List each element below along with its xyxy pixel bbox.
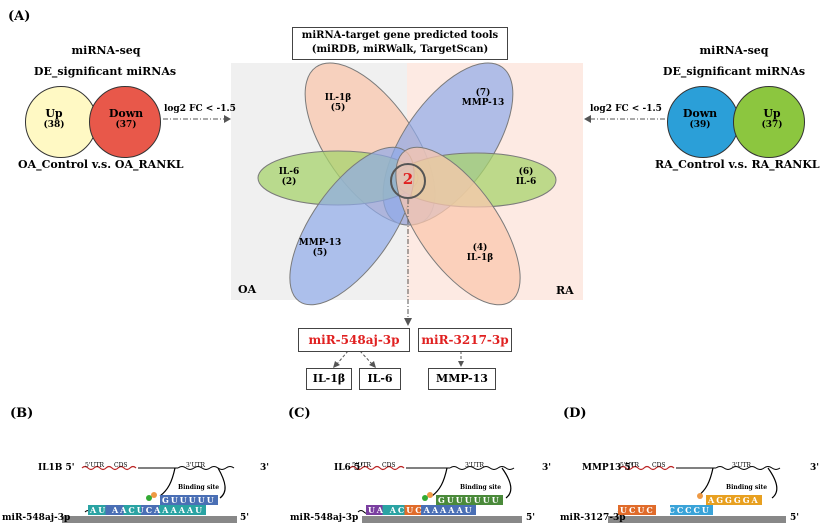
panel-d-label: (D): [563, 406, 587, 421]
panel-b-mirna-end: 5': [240, 513, 250, 523]
panel-d-mrna-seq: AGGGGA: [706, 495, 762, 505]
venn-set-2-name: MMP-13: [461, 98, 505, 108]
venn-set-2-count: (7): [475, 88, 491, 98]
left-up-label: Up: [45, 107, 63, 120]
target2-box: IL-6: [359, 368, 401, 390]
venn-set-4-name: IL-6: [515, 177, 537, 187]
left-arrow-head: [224, 115, 231, 123]
panel-b-cds: CDS: [114, 462, 128, 469]
down-arrow-head: [404, 318, 412, 326]
right-title: miRNA-seq: [699, 44, 769, 57]
panel-c-label: (C): [288, 406, 311, 421]
panel-b-gene-end: 3': [260, 463, 270, 473]
target3-box: MMP-13: [428, 368, 496, 390]
arrow-to-il1b: [336, 350, 349, 365]
left-up-circle: [25, 86, 97, 158]
panel-b-utr3: 3'UTR: [186, 462, 206, 469]
left-comparison: OA_Control v.s. OA_RANKL: [18, 158, 184, 171]
left-title: miRNA-seq: [71, 44, 141, 57]
left-up-count: (38): [43, 120, 65, 130]
venn-set-1-count: (5): [330, 103, 346, 113]
left-subtitle: DE_significant miRNAs: [33, 65, 177, 78]
ra-label: RA: [556, 284, 574, 297]
panel-c-schematic: IL6 5' 3' 5'UTR CDS 3'UTR Binding site G…: [280, 440, 555, 531]
panel-d-schematic: MMP13 5' 3' 5'UTR CDS 3'UTR Binding site…: [556, 440, 825, 531]
panel-c-cds: CDS: [382, 462, 396, 469]
panel-b-label: (B): [10, 406, 34, 421]
panel-c-gene: IL6 5': [334, 463, 363, 473]
venn-set-3: IL-6 (2): [271, 167, 307, 187]
right-down-count: (39): [689, 120, 711, 130]
panel-c-mirna-end: 5': [526, 513, 536, 523]
right-up-text: Up (37): [750, 107, 794, 130]
panel-d-binding: Binding site: [726, 484, 768, 491]
venn-set-6-name: IL-1β: [466, 253, 494, 263]
panel-d-mirna-seq: UCUC UCCCCU: [618, 505, 713, 515]
oa-label: OA: [238, 283, 257, 296]
venn-set-5-count: (5): [312, 248, 328, 258]
panel-b-mirna-seq: AU AACUCAAAAAU: [88, 505, 207, 515]
panel-b-utr5: 5'UTR: [85, 462, 105, 469]
left-up-text: Up (38): [32, 107, 76, 130]
left-threshold: log2 FC < -1.5: [164, 104, 236, 114]
panel-b-mrna-seq: GUUUUU: [160, 495, 218, 505]
left-down-text: Down (37): [102, 107, 150, 130]
right-down-text: Down (39): [676, 107, 724, 130]
venn-center-circle: [390, 163, 426, 199]
panel-d-cds: CDS: [652, 462, 666, 469]
venn-set-3-count: (2): [281, 177, 297, 187]
arrow-to-il6: [359, 350, 373, 365]
left-down-count: (37): [115, 120, 137, 130]
left-down-circle: [89, 86, 161, 158]
tools-line1: miRNA-target gene predicted tools: [301, 30, 499, 41]
panel-b-gene: IL1B 5': [38, 463, 75, 473]
panel-b-schematic: IL1B 5' 3' 5'UTR CDS 3'UTR Binding site …: [0, 440, 275, 531]
panel-b-binding: Binding site: [178, 484, 220, 491]
tools-box: miRNA-target gene predicted tools (miRDB…: [292, 27, 508, 60]
right-comparison: RA_Control v.s. RA_RANKL: [655, 158, 820, 171]
mirna1-box: miR-548aj-3p: [298, 328, 410, 352]
venn-set-4: (6) IL-6: [508, 167, 544, 187]
panel-d-utr3: 3'UTR: [732, 462, 752, 469]
panel-a-label: (A): [8, 9, 31, 24]
right-up-circle: [733, 86, 805, 158]
panel-c-mirna: miR-548aj-3p: [290, 513, 359, 523]
venn-set-5: MMP-13 (5): [292, 238, 348, 258]
right-up-count: (37): [761, 120, 783, 130]
panel-c-utr5: 5'UTR: [352, 462, 372, 469]
right-up-label: Up: [763, 107, 781, 120]
mirna2-box: miR-3217-3p: [418, 328, 512, 352]
venn-set-3-name: IL-6: [278, 167, 300, 177]
venn-ra-il1b-ellipse: [395, 146, 521, 306]
left-down-label: Down: [108, 107, 144, 120]
panel-d-gene: MMP13 5': [582, 463, 634, 473]
panel-d-gene-end: 3': [810, 463, 820, 473]
venn-center-count: 2: [402, 170, 414, 188]
venn-set-5-name: MMP-13: [298, 238, 342, 248]
panel-c-utr3: 3'UTR: [465, 462, 485, 469]
panel-d-mirna: miR-3127-3p: [560, 513, 626, 523]
panel-b-mirna: miR-548aj-3p: [2, 513, 71, 523]
right-subtitle: DE_significant miRNAs: [662, 65, 806, 78]
panel-c-gene-end: 3': [542, 463, 552, 473]
venn-set-4-count: (6): [518, 167, 534, 177]
right-threshold: log2 FC < -1.5: [590, 104, 662, 114]
tools-line2: (miRDB, miRWalk, TargetScan): [311, 44, 489, 55]
panel-c-mrna-seq: GUUUUUU: [436, 495, 503, 505]
right-down-circle: [667, 86, 739, 158]
right-arrow-head: [584, 115, 591, 123]
venn-set-1: IL-1β (5): [318, 93, 358, 113]
panel-d-utr5: 5'UTR: [620, 462, 640, 469]
target1-box: IL-1β: [306, 368, 352, 390]
panel-c-mirna-seq: UA ACUCAAAAAU: [366, 505, 476, 515]
panel-d-mirna-end: 5': [790, 513, 800, 523]
venn-set-1-name: IL-1β: [324, 93, 352, 103]
venn-set-2: (7) MMP-13: [455, 88, 511, 108]
venn-set-6-count: (4): [472, 243, 488, 253]
venn-set-6: (4) IL-1β: [458, 243, 502, 263]
right-down-label: Down: [682, 107, 718, 120]
panel-c-binding: Binding site: [460, 484, 502, 491]
